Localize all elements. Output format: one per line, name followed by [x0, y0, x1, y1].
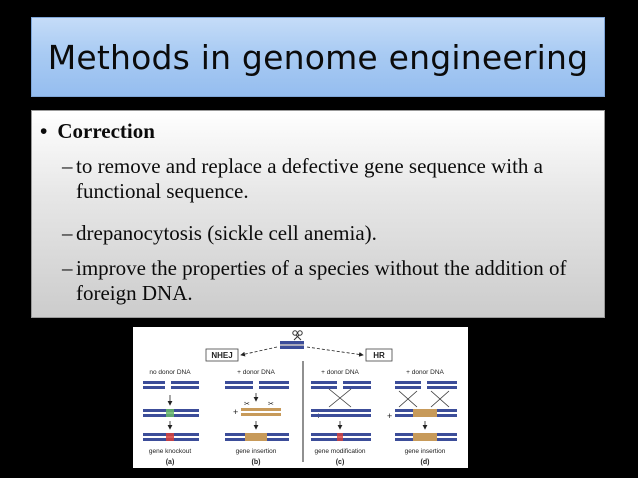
svg-text:✂: ✂: [268, 401, 274, 408]
panel-label-d: (d): [421, 459, 430, 466]
dash-marker: –: [62, 154, 73, 178]
column-header-d: + donor DNA: [406, 369, 444, 376]
panel-b: + ✂ ✂: [225, 381, 289, 441]
svg-text:✂: ✂: [244, 401, 250, 408]
panel-label-b: (b): [252, 459, 261, 466]
outcome-label-c: gene modification: [315, 448, 366, 455]
outcome-label-b: gene insertion: [236, 448, 277, 455]
outcome-label-d: gene insertion: [405, 448, 446, 455]
pathway-hr-label: HR: [373, 351, 385, 360]
plus-sign: +: [233, 407, 238, 417]
column-header-b: + donor DNA: [237, 369, 275, 376]
genome-editing-diagram: NHEJ HR no donor DNA + donor DNA + donor…: [143, 330, 457, 466]
arrow-to-nhej: [240, 346, 278, 357]
bullet-correction: • Correction: [40, 119, 155, 144]
scissors-icon: [292, 330, 303, 341]
panel-a: [143, 381, 199, 441]
panel-d: +: [387, 381, 457, 441]
column-header-a: no donor DNA: [149, 369, 191, 376]
dash-marker: –: [62, 221, 73, 245]
svg-text:+: +: [387, 411, 392, 421]
sub-item-text: drepanocytosis (sickle cell anemia).: [76, 221, 377, 245]
pathway-nhej-label: NHEJ: [211, 351, 232, 360]
slide-title: Methods in genome engineering: [47, 37, 589, 77]
outcome-label-a: gene knockout: [149, 448, 191, 455]
bullet-marker: •: [40, 120, 48, 143]
dash-marker: –: [62, 256, 73, 280]
panel-label-a: (a): [166, 459, 175, 466]
sub-item-text: to remove and replace a defective gene s…: [76, 154, 544, 203]
panel-c: +: [311, 381, 371, 441]
sub-item-text: improve the properties of a species with…: [76, 256, 567, 305]
genome-editing-figure: NHEJ HR no donor DNA + donor DNA + donor…: [133, 327, 468, 468]
bullet-heading: Correction: [57, 119, 155, 143]
panel-label-c: (c): [336, 459, 345, 466]
sub-item-remove-replace: – to remove and replace a defective gene…: [62, 154, 596, 204]
sub-item-drepanocytosis: – drepanocytosis (sickle cell anemia).: [62, 221, 596, 246]
nhej-box: [205, 348, 239, 362]
slide-content-box: • Correction – to remove and replace a de…: [31, 110, 605, 318]
sub-item-improve-properties: – improve the properties of a species wi…: [62, 256, 596, 306]
slide-title-box: Methods in genome engineering: [31, 17, 605, 97]
cleaved-dna-top: [280, 341, 304, 349]
column-header-c: + donor DNA: [321, 369, 359, 376]
arrow-to-hr: [306, 346, 364, 357]
hr-box: [365, 348, 393, 362]
